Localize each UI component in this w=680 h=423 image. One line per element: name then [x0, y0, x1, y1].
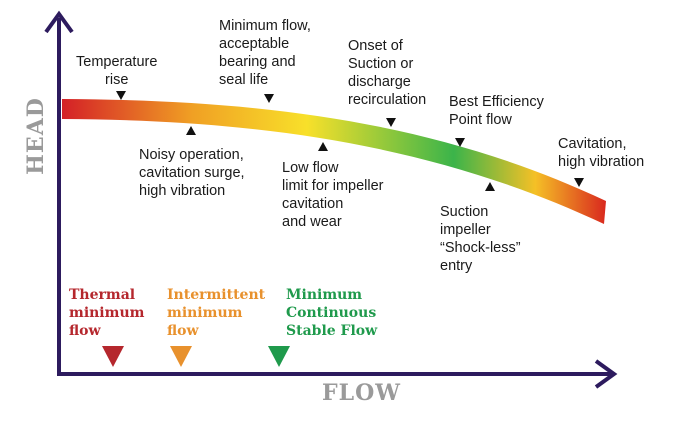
label-temperature-rise: Temperature rise [76, 54, 158, 88]
continuous-zone-marker [268, 346, 290, 367]
label-onset-recirculation: Onset of Suction or discharge recirculat… [348, 38, 427, 108]
marker-cavitation [574, 178, 584, 187]
y-axis-arrowhead [44, 10, 74, 34]
y-axis-title: HEAD [23, 97, 49, 175]
zone-label-intermittent: Intermittent minimum flow [167, 287, 266, 339]
label-cavitation-high-vibration: Cavitation, high vibration [558, 136, 645, 170]
label-suction-impeller: Suction impeller “Shock-less” entry [440, 204, 521, 274]
marker-low-flow-limit [318, 142, 328, 151]
label-low-flow-limit: Low flow limit for impeller cavitation a… [282, 160, 384, 230]
label-best-efficiency: Best Efficiency Point flow [449, 94, 544, 128]
marker-minimum-flow [264, 94, 274, 103]
marker-noisy-operation [186, 126, 196, 135]
zone-label-continuous: Minimum Continuous Stable Flow [286, 287, 378, 339]
intermittent-zone-marker [170, 346, 192, 367]
marker-temperature-rise [116, 91, 126, 100]
thermal-zone-marker [102, 346, 124, 367]
zone-label-thermal: Thermal minimum flow [69, 287, 145, 339]
marker-best-efficiency [455, 138, 465, 147]
marker-suction-impeller [485, 182, 495, 191]
x-axis-arrowhead [594, 359, 618, 389]
label-noisy-operation: Noisy operation, cavitation surge, high … [139, 147, 245, 199]
marker-onset-recirculation [386, 118, 396, 127]
x-axis-title: FLOW [322, 380, 401, 406]
performance-curve-band [62, 99, 606, 224]
label-minimum-flow: Minimum flow, acceptable bearing and sea… [219, 18, 311, 88]
